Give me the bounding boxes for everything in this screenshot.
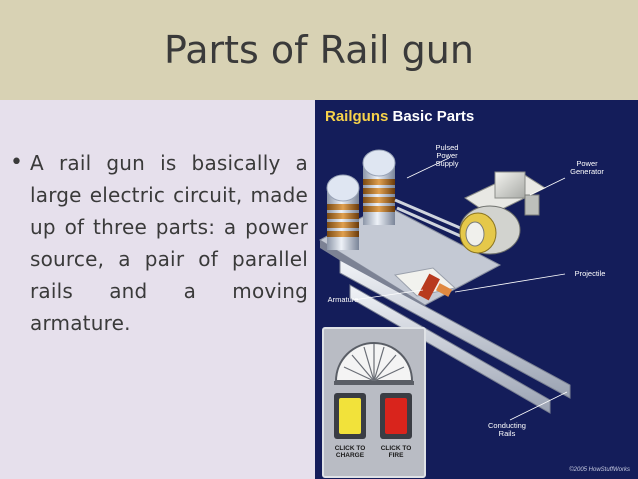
- label-power-generator: Power Generator: [570, 159, 604, 176]
- charge-button[interactable]: [334, 393, 366, 439]
- slide-title: Parts of Rail gun: [164, 28, 474, 72]
- rail-upper: [339, 259, 571, 399]
- cable-2: [396, 206, 466, 240]
- control-panel: CLICK TO CHARGE CLICK TO FIRE: [322, 327, 426, 478]
- projectile: [435, 283, 453, 297]
- armature: [418, 273, 440, 301]
- charge-button-face[interactable]: [339, 398, 361, 434]
- title-band: [0, 0, 638, 100]
- capacitor-1-top: [326, 174, 360, 202]
- label-pulsed-power-supply: Pulsed Power Supply: [435, 143, 459, 168]
- leader-projectile: [454, 273, 566, 293]
- rail-lower: [349, 284, 551, 414]
- capacitor-2-top: [362, 149, 396, 177]
- cable-1: [394, 198, 466, 232]
- diagram-title-rest: Basic Parts: [388, 108, 475, 125]
- charge-button-label: CLICK TO CHARGE: [334, 445, 366, 459]
- leader-power-supply: [406, 157, 450, 179]
- generator-hub: [465, 221, 485, 247]
- leader-rails: [509, 391, 568, 421]
- leader-generator: [529, 177, 566, 196]
- diagram-title-brand: Railguns: [325, 108, 389, 125]
- bullet-text: A rail gun is basically a large electric…: [30, 151, 308, 335]
- diagram-title: Railguns Basic Parts: [325, 108, 474, 125]
- fire-button-label: CLICK TO FIRE: [380, 445, 412, 459]
- copyright-notice: ©2005 HowStuffWorks: [569, 467, 630, 473]
- bullet-dot-icon: •: [10, 150, 23, 175]
- railgun-diagram: Railguns Basic Parts: [315, 100, 638, 479]
- generator-box: [494, 171, 526, 199]
- bullet-item: • A rail gun is basically a large electr…: [10, 147, 308, 339]
- generator-side: [524, 194, 540, 216]
- label-conducting-rails: Conducting Rails: [488, 421, 526, 438]
- fire-button[interactable]: [380, 393, 412, 439]
- leader-armature: [352, 289, 424, 301]
- capacitor-1-coil: [327, 204, 359, 237]
- label-armature: Armature: [327, 295, 359, 304]
- capacitor-2-coil: [363, 179, 395, 212]
- fire-button-face[interactable]: [385, 398, 407, 434]
- label-projectile: Projectile: [574, 269, 606, 278]
- diagram-illustration: [319, 149, 571, 421]
- gauge-icon: [334, 342, 414, 385]
